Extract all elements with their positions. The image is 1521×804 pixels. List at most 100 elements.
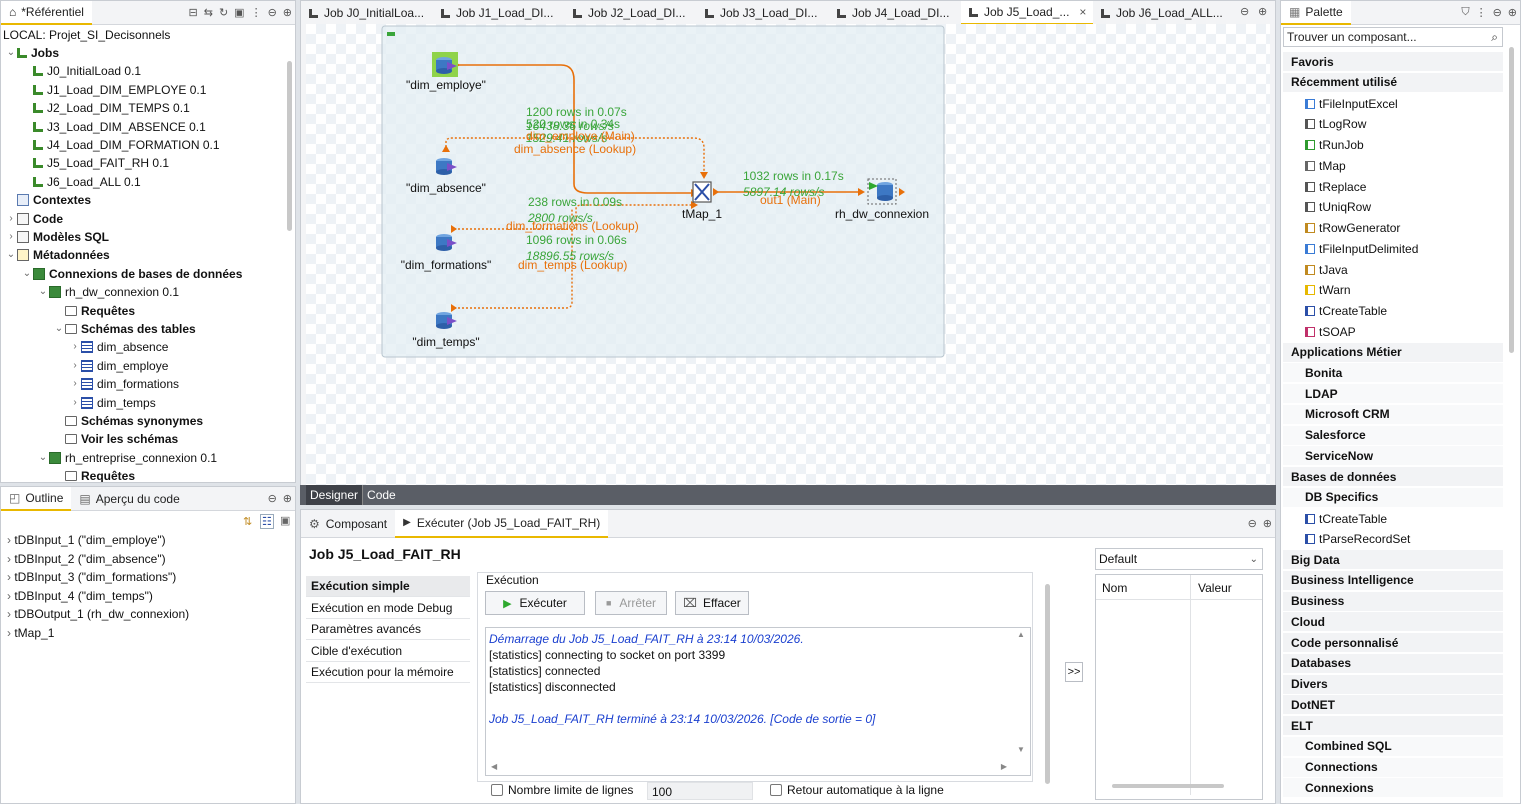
palette-category-dotnet[interactable]: DotNET bbox=[1283, 695, 1503, 716]
palette-component-tfileinputexcel[interactable]: tFileInputExcel bbox=[1283, 94, 1503, 114]
minimize-icon[interactable]: ⊖ bbox=[267, 7, 277, 19]
console-hscroll[interactable]: ◀ ▶ bbox=[489, 762, 1009, 774]
sort-icon[interactable]: ⇅ bbox=[243, 516, 253, 528]
tab-palette[interactable]: ▦ Palette bbox=[1281, 1, 1351, 25]
palette-category-microsoft-crm[interactable]: Microsoft CRM bbox=[1283, 404, 1503, 425]
tree-item-j3-load-dim-absence-0-1[interactable]: J3_Load_DIM_ABSENCE 0.1 bbox=[21, 118, 206, 136]
outline-item[interactable]: › tDBInput_4 ("dim_temps") bbox=[7, 587, 153, 605]
collapsed-chevron-icon[interactable]: › bbox=[7, 570, 15, 585]
tree-item-voir-les-sch-mas[interactable]: Voir les schémas bbox=[53, 430, 178, 448]
collapsed-chevron-icon[interactable]: › bbox=[9, 212, 13, 224]
palette-category-r-cemment-utilis[interactable]: Récemment utilisé bbox=[1283, 72, 1503, 93]
palette-component-tsoap[interactable]: tSOAP bbox=[1283, 322, 1503, 342]
tab-repository[interactable]: ⌂ *Référentiel bbox=[1, 1, 92, 25]
outline-maximize-icon[interactable]: ⊕ bbox=[282, 493, 292, 505]
tab-code[interactable]: Code bbox=[362, 485, 400, 505]
node-rh-dw-connexion[interactable] bbox=[867, 178, 897, 205]
tree-item-contextes[interactable]: Contextes bbox=[5, 191, 91, 209]
palette-component-tmap[interactable]: tMap bbox=[1283, 156, 1503, 176]
tree-item-rh-dw-connexion-0-1[interactable]: ⌄rh_dw_connexion 0.1 bbox=[37, 283, 179, 301]
tree-item-j1-load-dim-employe-0-1[interactable]: J1_Load_DIM_EMPLOYE 0.1 bbox=[21, 81, 206, 99]
editor-tab-4[interactable]: Job J4_Load_DI... bbox=[829, 1, 961, 25]
outline-item[interactable]: › tDBInput_3 ("dim_formations") bbox=[7, 568, 176, 586]
palette-minimize-icon[interactable]: ⊖ bbox=[1492, 7, 1502, 19]
palette-category-connections[interactable]: Connections bbox=[1283, 757, 1503, 778]
palette-search[interactable]: Trouver un composant... ⌕ bbox=[1283, 27, 1503, 47]
outline-item[interactable]: › tDBInput_1 ("dim_employe") bbox=[7, 531, 166, 549]
palette-category-divers[interactable]: Divers bbox=[1283, 674, 1503, 695]
run-vscroll[interactable] bbox=[1045, 584, 1050, 784]
palette-category-business[interactable]: Business bbox=[1283, 591, 1503, 612]
limit-lines-input[interactable]: 100 bbox=[647, 782, 753, 800]
word-wrap-checkbox[interactable] bbox=[770, 784, 782, 796]
editor-tab-0[interactable]: Job J0_InitialLoa... bbox=[301, 1, 433, 25]
palette-category-db-specifics[interactable]: DB Specifics bbox=[1283, 487, 1503, 508]
editor-tab-3[interactable]: Job J3_Load_DI... bbox=[697, 1, 829, 25]
expanded-chevron-icon[interactable]: ⌄ bbox=[54, 323, 64, 334]
collapsed-chevron-icon[interactable]: › bbox=[73, 359, 77, 371]
palette-component-treplace[interactable]: tReplace bbox=[1283, 177, 1503, 197]
expand-context-button[interactable]: >> bbox=[1065, 662, 1083, 682]
maximize-icon[interactable]: ⊕ bbox=[282, 7, 292, 19]
designer-canvas[interactable]: "dim_employe" "dim_absence" "dim_formati… bbox=[306, 24, 1270, 485]
palette-category-connexions[interactable]: Connexions bbox=[1283, 778, 1503, 799]
run-option-cible-d-ex-cution[interactable]: Cible d'exécution bbox=[306, 641, 470, 662]
search-icon[interactable]: ⌕ bbox=[1491, 29, 1498, 44]
collapsed-chevron-icon[interactable]: › bbox=[7, 626, 15, 640]
expanded-chevron-icon[interactable]: ⌄ bbox=[38, 451, 48, 463]
tree-item-jobs[interactable]: ⌄Jobs bbox=[5, 44, 59, 62]
palette-category-big-data[interactable]: Big Data bbox=[1283, 550, 1503, 570]
palette-scrollbar[interactable] bbox=[1509, 47, 1514, 353]
palette-category-elt[interactable]: ELT bbox=[1283, 716, 1503, 736]
console-vscroll[interactable]: ▲ ▼ bbox=[1015, 630, 1027, 758]
run-option-param-tres-avanc-s[interactable]: Paramètres avancés bbox=[306, 619, 470, 640]
palette-component-tcreatetable[interactable]: tCreateTable bbox=[1283, 509, 1503, 529]
clear-button[interactable]: ⌧ Effacer bbox=[675, 591, 749, 615]
editor-tab-6[interactable]: Job J6_Load_ALL... bbox=[1093, 1, 1227, 25]
editor-tab-1[interactable]: Job J1_Load_DI... bbox=[433, 1, 565, 25]
run-option-ex-cution-simple[interactable]: Exécution simple bbox=[306, 576, 470, 597]
tree-item-j6-load-all-0-1[interactable]: J6_Load_ALL 0.1 bbox=[21, 173, 141, 191]
palette-maximize-icon[interactable]: ⊕ bbox=[1507, 7, 1517, 19]
tree-item-dim-absence[interactable]: ›dim_absence bbox=[69, 338, 168, 356]
editor-minimize-icon[interactable]: ⊖ bbox=[1240, 6, 1250, 18]
close-icon[interactable]: × bbox=[1079, 5, 1087, 19]
filter-icon[interactable]: ▣ bbox=[234, 7, 245, 19]
palette-component-tfileinputdelimited[interactable]: tFileInputDelimited bbox=[1283, 239, 1503, 259]
palette-category-ldap[interactable]: LDAP bbox=[1283, 384, 1503, 404]
palette-component-tuniqrow[interactable]: tUniqRow bbox=[1283, 197, 1503, 217]
palette-component-tcreatetable[interactable]: tCreateTable bbox=[1283, 301, 1503, 321]
tree-item-j4-load-dim-formation-0-1[interactable]: J4_Load_DIM_FORMATION 0.1 bbox=[21, 136, 220, 154]
tab-outline[interactable]: ◰ Outline bbox=[1, 487, 72, 511]
scroll-down-icon[interactable]: ▼ bbox=[1017, 745, 1025, 754]
palette-component-trowgenerator[interactable]: tRowGenerator bbox=[1283, 218, 1503, 238]
palette-search-input[interactable]: Trouver un composant... bbox=[1287, 30, 1417, 44]
context-hscroll[interactable] bbox=[1112, 784, 1224, 788]
tree-item-requ-tes[interactable]: Requêtes bbox=[53, 302, 135, 320]
stop-button[interactable]: ■ Arrêter bbox=[595, 591, 667, 615]
palette-category-favoris[interactable]: Favoris bbox=[1283, 52, 1503, 72]
outline-item[interactable]: › tMap_1 bbox=[7, 624, 54, 642]
run-maximize-icon[interactable]: ⊕ bbox=[1262, 518, 1272, 530]
expanded-chevron-icon[interactable]: ⌄ bbox=[6, 47, 16, 58]
repository-scrollbar[interactable] bbox=[287, 61, 292, 231]
tree-item-requ-tes[interactable]: Requêtes bbox=[53, 467, 135, 482]
tree-item-j2-load-dim-temps-0-1[interactable]: J2_Load_DIM_TEMPS 0.1 bbox=[21, 99, 190, 117]
editor-maximize-icon[interactable]: ⊕ bbox=[1258, 6, 1268, 18]
collapse-all-icon[interactable]: ⊟ bbox=[188, 7, 198, 19]
tab-designer[interactable]: Designer bbox=[306, 485, 363, 505]
collapsed-chevron-icon[interactable]: › bbox=[73, 396, 77, 408]
palette-category-cloud[interactable]: Cloud bbox=[1283, 612, 1503, 633]
tree-item-j0-initialload-0-1[interactable]: J0_InitialLoad 0.1 bbox=[21, 62, 141, 80]
palette-category-servicenow[interactable]: ServiceNow bbox=[1283, 446, 1503, 467]
palette-filter-icon[interactable]: ⛉ bbox=[1461, 6, 1470, 18]
collapsed-chevron-icon[interactable]: › bbox=[7, 533, 15, 547]
palette-category-salesforce[interactable]: Salesforce bbox=[1283, 425, 1503, 446]
palette-category-code-personnalis[interactable]: Code personnalisé bbox=[1283, 633, 1503, 653]
tree-item-code[interactable]: ›Code bbox=[5, 210, 63, 228]
collapsed-chevron-icon[interactable]: › bbox=[9, 231, 13, 242]
tree-item-dim-temps[interactable]: ›dim_temps bbox=[69, 394, 155, 412]
tree-item-m-tadonn-es[interactable]: ⌄Métadonnées bbox=[5, 246, 110, 264]
collapsed-chevron-icon[interactable]: › bbox=[73, 378, 77, 390]
tree-item-sch-mas-synonymes[interactable]: Schémas synonymes bbox=[53, 412, 203, 430]
